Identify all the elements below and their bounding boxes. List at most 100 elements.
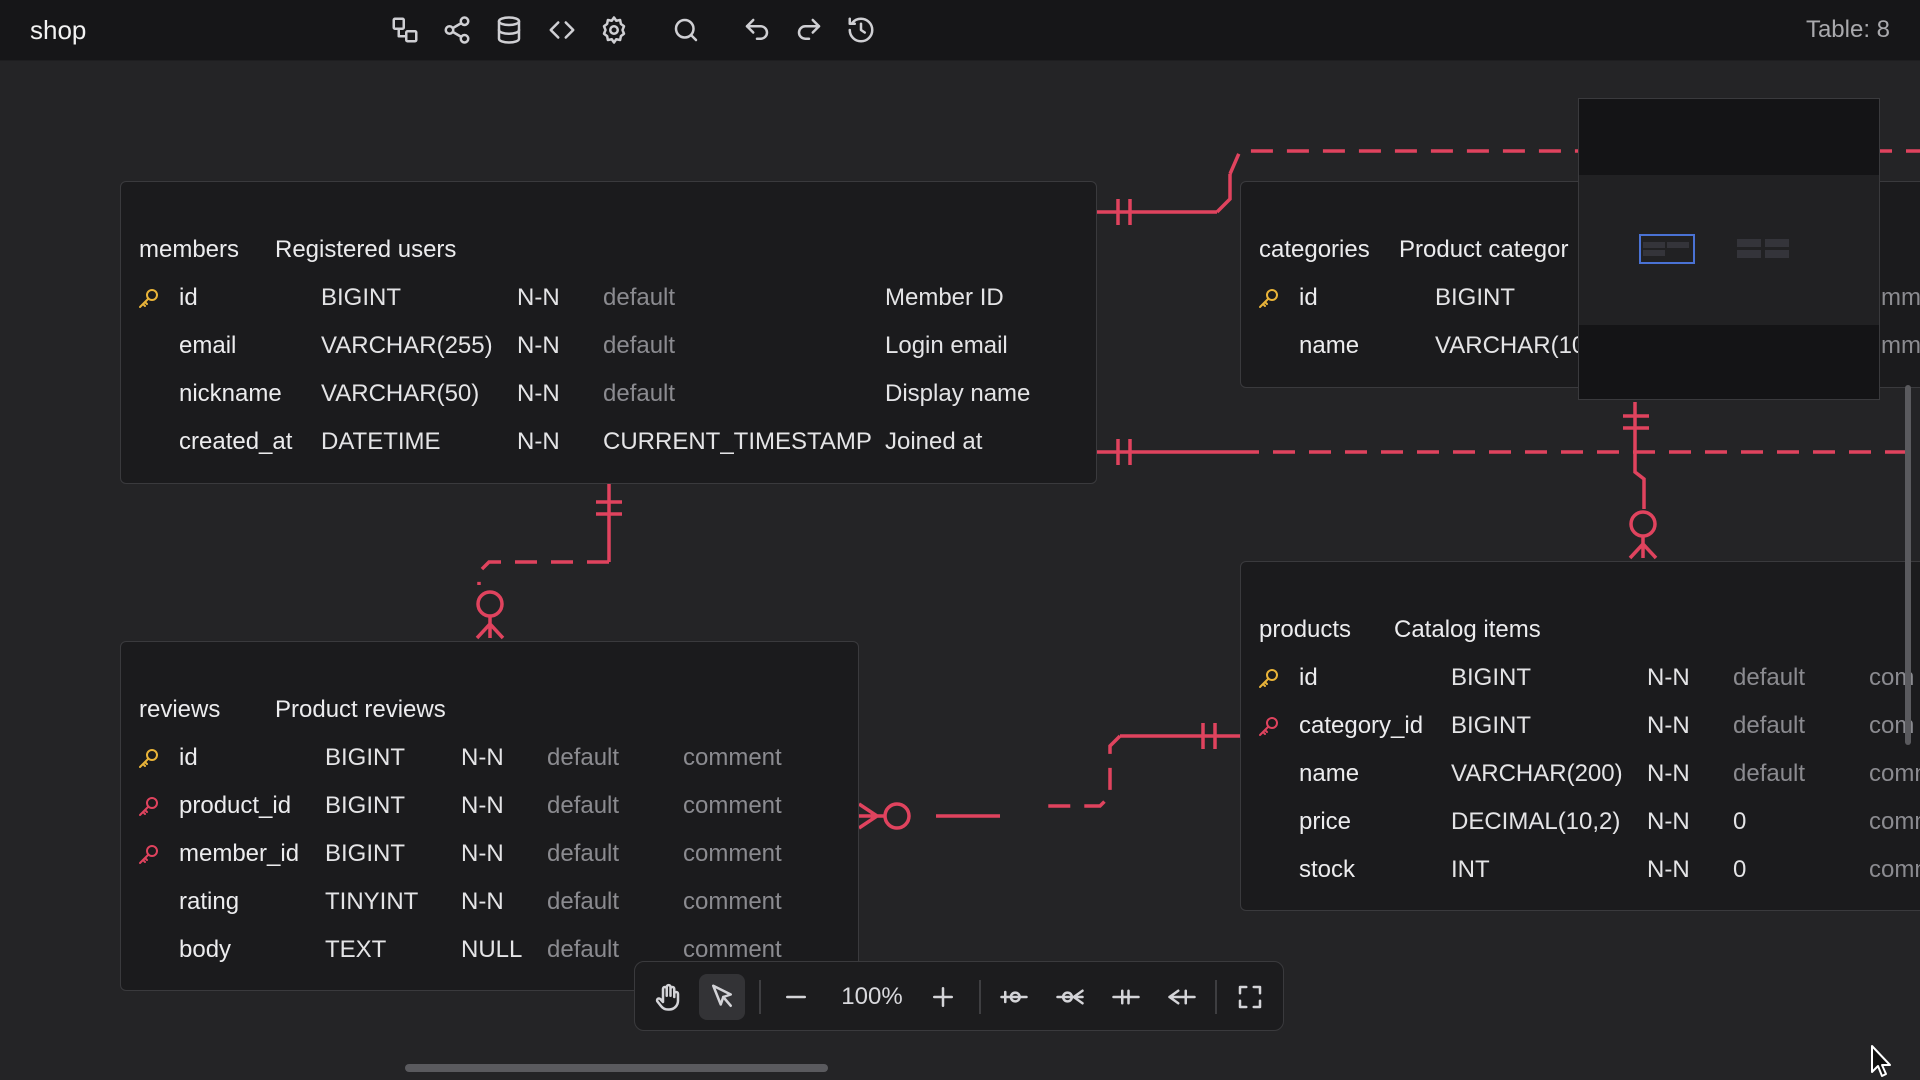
column-type[interactable]: TEXT	[325, 936, 387, 963]
column-name[interactable]: email	[179, 332, 237, 359]
settings-icon[interactable]	[597, 13, 631, 47]
column-type[interactable]: BIGINT	[1451, 712, 1532, 739]
column-row[interactable]: name VARCHAR(200) N-N default comm	[1241, 754, 1920, 794]
fullscreen-icon[interactable]	[1227, 974, 1273, 1020]
relation-one-to-many-icon[interactable]	[1159, 974, 1205, 1020]
column-name[interactable]: rating	[179, 888, 240, 915]
column-row[interactable]: nickname VARCHAR(50) N-N default Display…	[121, 374, 1096, 414]
column-comment[interactable]: mm	[1881, 284, 1920, 311]
column-default[interactable]: 0	[1733, 856, 1747, 883]
column-name[interactable]: created_at	[179, 428, 293, 455]
column-default[interactable]: default	[603, 380, 676, 407]
column-default[interactable]: default	[547, 792, 620, 819]
column-null[interactable]: N-N	[1647, 664, 1690, 691]
table-comment[interactable]: Product categor	[1399, 236, 1569, 263]
column-row[interactable]: price DECIMAL(10,2) N-N 0 comm	[1241, 802, 1920, 842]
column-comment[interactable]: comment	[683, 792, 782, 819]
share-icon[interactable]	[440, 13, 474, 47]
column-row[interactable]: body TEXT NULL default comment	[121, 930, 858, 970]
column-null[interactable]: N-N	[461, 744, 504, 771]
column-comment[interactable]: Joined at	[885, 428, 983, 455]
column-comment[interactable]: comment	[683, 936, 782, 963]
column-name[interactable]: name	[1299, 332, 1360, 359]
column-comment[interactable]: comment	[683, 888, 782, 915]
select-tool-icon[interactable]	[699, 974, 745, 1020]
column-comment[interactable]: Login email	[885, 332, 1008, 359]
table-reviews[interactable]: reviews Product reviews id BIGINT N-N de…	[120, 641, 859, 991]
column-row[interactable]: id BIGINT N-N default comment	[121, 738, 858, 778]
column-type[interactable]: VARCHAR(200)	[1451, 760, 1623, 787]
column-row[interactable]: email VARCHAR(255) N-N default Login ema…	[121, 326, 1096, 366]
column-comment[interactable]: comment	[683, 744, 782, 771]
column-type[interactable]: BIGINT	[321, 284, 402, 311]
column-null[interactable]: N-N	[461, 840, 504, 867]
undo-icon[interactable]	[740, 13, 774, 47]
column-default[interactable]: default	[1733, 664, 1806, 691]
column-default[interactable]: default	[1733, 760, 1806, 787]
hand-tool-icon[interactable]	[645, 974, 691, 1020]
column-null[interactable]: NULL	[461, 936, 523, 963]
minimap-table-node[interactable]	[1639, 234, 1695, 264]
column-type[interactable]: BIGINT	[325, 792, 406, 819]
column-default[interactable]: default	[547, 936, 620, 963]
column-type[interactable]: VARCHAR(50)	[321, 380, 480, 407]
column-row[interactable]: id BIGINT mm	[1241, 278, 1920, 318]
column-name[interactable]: id	[1299, 284, 1318, 311]
column-type[interactable]: TINYINT	[325, 888, 419, 915]
column-null[interactable]: N-N	[1647, 712, 1690, 739]
column-name[interactable]: name	[1299, 760, 1360, 787]
column-null[interactable]: N-N	[517, 284, 560, 311]
column-comment[interactable]: mm	[1881, 332, 1920, 359]
column-type[interactable]: BIGINT	[1435, 284, 1516, 311]
column-type[interactable]: DATETIME	[321, 428, 441, 455]
column-name[interactable]: stock	[1299, 856, 1356, 883]
column-name[interactable]: id	[179, 744, 198, 771]
table-comment[interactable]: Catalog items	[1394, 616, 1541, 643]
column-name[interactable]: price	[1299, 808, 1352, 835]
column-default[interactable]: default	[547, 840, 620, 867]
minimap-table-node[interactable]	[1735, 237, 1791, 261]
relation-one-to-zero-or-one-icon[interactable]	[991, 974, 1037, 1020]
table-comment[interactable]: Registered users	[275, 236, 457, 263]
relation-one-to-one-icon[interactable]	[1103, 974, 1149, 1020]
vertical-scrollbar[interactable]	[1905, 385, 1911, 745]
table-products[interactable]: products Catalog items id BIGINT N-N def…	[1240, 561, 1920, 911]
column-name[interactable]: member_id	[179, 840, 300, 867]
minimap-viewport[interactable]	[1579, 175, 1879, 325]
column-null[interactable]: N-N	[461, 792, 504, 819]
column-row[interactable]: id BIGINT N-N default com	[1241, 658, 1920, 698]
column-type[interactable]: VARCHAR(10	[1435, 332, 1586, 359]
column-comment[interactable]: Member ID	[885, 284, 1004, 311]
column-type[interactable]: INT	[1451, 856, 1490, 883]
column-type[interactable]: VARCHAR(255)	[321, 332, 493, 359]
column-default[interactable]: default	[547, 888, 620, 915]
column-default[interactable]: default	[603, 332, 676, 359]
code-icon[interactable]	[545, 13, 579, 47]
search-icon[interactable]	[669, 13, 703, 47]
column-null[interactable]: N-N	[1647, 760, 1690, 787]
minimap[interactable]	[1578, 98, 1880, 400]
column-null[interactable]: N-N	[517, 332, 560, 359]
column-row[interactable]: stock INT N-N 0 comm	[1241, 850, 1920, 890]
table-name[interactable]: members	[139, 236, 240, 263]
table-comment[interactable]: Product reviews	[275, 696, 446, 723]
column-type[interactable]: BIGINT	[325, 840, 406, 867]
table-members[interactable]: members Registered users id BIGINT N-N d…	[120, 181, 1097, 484]
column-row[interactable]: product_id BIGINT N-N default comment	[121, 786, 858, 826]
table-name[interactable]: categories	[1259, 236, 1370, 263]
column-name[interactable]: category_id	[1299, 712, 1424, 739]
column-comment[interactable]: comm	[1869, 808, 1920, 835]
column-comment[interactable]: Display name	[885, 380, 1031, 407]
column-null[interactable]: N-N	[1647, 808, 1690, 835]
column-default[interactable]: default	[547, 744, 620, 771]
column-row[interactable]: name VARCHAR(10 mm	[1241, 326, 1920, 366]
horizontal-scrollbar[interactable]	[405, 1064, 828, 1072]
column-null[interactable]: N-N	[517, 380, 560, 407]
table-name[interactable]: reviews	[139, 696, 221, 723]
column-default[interactable]: default	[603, 284, 676, 311]
column-default[interactable]: 0	[1733, 808, 1747, 835]
column-name[interactable]: id	[179, 284, 198, 311]
database-icon[interactable]	[492, 13, 526, 47]
column-row[interactable]: category_id BIGINT N-N default com	[1241, 706, 1920, 746]
zoom-in-icon[interactable]	[920, 974, 966, 1020]
